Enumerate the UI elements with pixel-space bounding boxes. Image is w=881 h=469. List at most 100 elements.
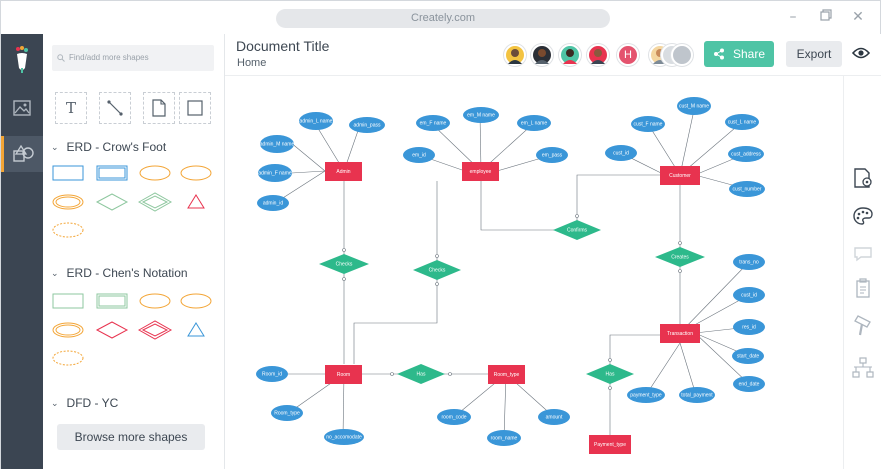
entity-transaction[interactable]: Transaction <box>660 324 700 343</box>
attribute-admin-f-name[interactable]: admin_F name <box>258 164 292 182</box>
right-rail <box>843 76 881 469</box>
avatar[interactable] <box>671 44 693 66</box>
attribute-start-date[interactable]: start_date <box>732 348 764 364</box>
entity-label: Transaction <box>667 331 693 337</box>
share-button[interactable]: Share <box>704 41 774 67</box>
attribute-admin-m-name[interactable]: admin_M name <box>260 135 295 153</box>
attribute-end-date[interactable]: end_date <box>733 376 765 392</box>
attribute-res-id[interactable]: res_id <box>733 319 765 335</box>
search-placeholder: Find/add more shapes <box>69 53 149 62</box>
search-input[interactable]: Find/add more shapes <box>52 45 214 71</box>
text-tool-glyph: T <box>65 99 76 117</box>
crows-foot-shapes[interactable] <box>51 164 221 240</box>
chens-notation-shapes[interactable] <box>51 292 221 368</box>
attribute-admin-l-name[interactable]: admin_L name <box>299 112 333 130</box>
svg-text:admin_pass: admin_pass <box>354 122 381 128</box>
notes-icon[interactable] <box>851 276 875 300</box>
svg-text:em_F name: em_F name <box>420 120 447 126</box>
entity-label: Customer <box>669 173 691 179</box>
attribute-admin-pass[interactable]: admin_pass <box>349 117 385 133</box>
svg-text:em_pass: em_pass <box>542 152 563 158</box>
chevron-down-icon: ⌄ <box>51 267 59 278</box>
hierarchy-icon[interactable] <box>851 356 875 380</box>
text-tool-icon[interactable]: T <box>55 92 87 124</box>
attribute-cust-address[interactable]: cust_address <box>728 146 764 162</box>
shapes-panel: Find/add more shapes T ⌄ ERD - Crow's Fo… <box>43 34 225 469</box>
attribute-cust-id[interactable]: cust_id <box>605 145 637 161</box>
avatar[interactable]: H <box>617 44 639 66</box>
attribute-em-m-name[interactable]: em_M name <box>463 107 499 123</box>
relationship-has[interactable]: Has <box>586 364 634 384</box>
relationship-creates[interactable]: Creates <box>655 247 705 267</box>
entity-room-type[interactable]: Room_type <box>488 365 525 384</box>
palette-icon[interactable] <box>851 204 875 228</box>
url-bar[interactable]: Creately.com <box>276 9 610 28</box>
format-painter-icon[interactable] <box>851 314 875 338</box>
entity-room[interactable]: Room <box>325 365 362 384</box>
attribute-cust-m-name[interactable]: cust_M name <box>677 97 711 115</box>
attribute-em-id[interactable]: em_id <box>403 147 435 163</box>
avatar[interactable] <box>504 44 526 66</box>
browse-more-shapes-button[interactable]: Browse more shapes <box>57 424 205 450</box>
attribute-room-type[interactable]: Room_type <box>271 405 303 421</box>
section-dfd-yc[interactable]: ⌄ DFD - YC <box>51 396 118 410</box>
section-erd-crows-foot[interactable]: ⌄ ERD - Crow's Foot <box>51 140 166 154</box>
attribute-em-f-name[interactable]: em_F name <box>416 115 450 131</box>
attribute-trans-no[interactable]: trans_no <box>733 254 765 270</box>
attribute-room-name[interactable]: room_name <box>487 430 521 446</box>
avatar[interactable] <box>531 44 553 66</box>
section-title-label: ERD - Crow's Foot <box>66 140 167 154</box>
export-button[interactable]: Export <box>786 41 842 67</box>
attribute-em-l-name[interactable]: em_L name <box>517 115 551 131</box>
creately-logo-icon[interactable] <box>1 42 43 78</box>
avatar[interactable] <box>587 44 609 66</box>
minimize-icon[interactable]: – <box>789 9 797 25</box>
svg-text:Room_type: Room_type <box>274 410 300 416</box>
avatar[interactable] <box>559 44 581 66</box>
attribute-cust-id[interactable]: cust_id <box>733 287 765 303</box>
rectangle-tool-icon[interactable] <box>179 92 211 124</box>
attribute-room-code[interactable]: room_code <box>437 409 471 425</box>
preview-eye-icon[interactable] <box>851 46 871 65</box>
breadcrumb[interactable]: Home <box>237 57 267 69</box>
svg-text:em_id: em_id <box>412 152 426 158</box>
svg-text:trans_no: trans_no <box>739 259 759 265</box>
entity-customer[interactable]: Customer <box>660 166 700 185</box>
line-tool-icon[interactable] <box>99 92 131 124</box>
attribute-no-accomodate[interactable]: no_accomodate <box>324 429 364 445</box>
svg-text:payment_type: payment_type <box>630 392 662 398</box>
attribute-cust-number[interactable]: cust_number <box>729 181 765 197</box>
entity-label: Admin <box>336 169 350 175</box>
attribute-cust-f-name[interactable]: cust_F name <box>631 116 665 132</box>
left-rail <box>1 34 43 469</box>
relationship-checks[interactable]: Checks <box>319 254 369 274</box>
section-title-label: DFD - YC <box>66 396 119 410</box>
page-tool-icon[interactable] <box>143 92 175 124</box>
svg-text:end_date: end_date <box>739 381 760 387</box>
entity-payment-type[interactable]: Payment_type <box>589 435 631 454</box>
share-icon <box>713 48 724 60</box>
image-icon[interactable] <box>1 90 43 126</box>
entity-employee[interactable]: employee <box>462 162 499 181</box>
restore-icon[interactable] <box>817 8 835 26</box>
attribute-payment-type[interactable]: payment_type <box>627 387 665 403</box>
page-settings-icon[interactable] <box>851 166 875 190</box>
attribute-room-id[interactable]: Room_id <box>256 366 288 382</box>
attribute-em-pass[interactable]: em_pass <box>536 147 568 163</box>
relationship-confirms[interactable]: Confirms <box>553 220 601 240</box>
attribute-amount[interactable]: amount <box>538 409 570 425</box>
relationship-checks[interactable]: Checks <box>413 260 461 280</box>
shapes-icon[interactable] <box>1 136 43 172</box>
attribute-total-payment[interactable]: total_payment <box>679 387 715 403</box>
attribute-admin-id[interactable]: admin_id <box>257 195 289 211</box>
er-diagram[interactable]: Admin employee Customer Transaction Room… <box>225 76 843 469</box>
section-erd-chens-notation[interactable]: ⌄ ERD - Chen's Notation <box>51 266 188 280</box>
comment-icon[interactable] <box>851 242 875 266</box>
document-title[interactable]: Document Title <box>236 38 330 54</box>
close-icon[interactable]: ✕ <box>852 9 864 25</box>
relationship-has[interactable]: Has <box>397 364 445 384</box>
entity-admin[interactable]: Admin <box>325 162 362 181</box>
attribute-cust-l-name[interactable]: cust_L name <box>725 114 759 130</box>
diagram-canvas[interactable]: Admin employee Customer Transaction Room… <box>225 76 843 469</box>
svg-text:em_M name: em_M name <box>467 112 495 118</box>
